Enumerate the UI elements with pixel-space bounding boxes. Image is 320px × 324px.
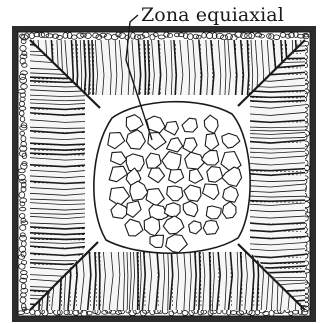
equiaxed-grain [206,206,221,219]
equiaxed-grain [164,203,180,218]
equiaxed-grain [203,221,218,235]
equiaxed-grain [150,235,164,247]
